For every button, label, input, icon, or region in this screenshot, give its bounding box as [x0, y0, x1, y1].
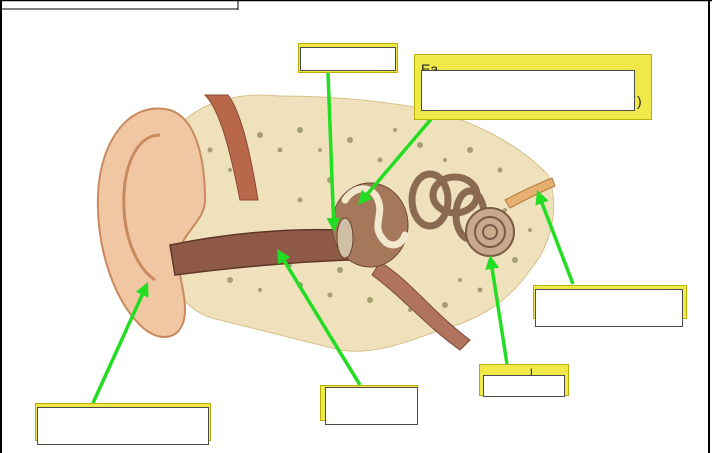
eardrum	[337, 218, 353, 258]
cochlea	[466, 208, 514, 256]
label-auditory-nerve-box[interactable]	[535, 289, 683, 327]
label-eardrum-box[interactable]	[300, 47, 396, 71]
label-ossicles-box[interactable]	[421, 70, 635, 111]
label-cochlea-box[interactable]	[483, 375, 565, 397]
ear-illustration	[98, 95, 555, 351]
label-ear-canal-box[interactable]	[325, 387, 418, 425]
label-outer-ear-box[interactable]	[37, 407, 209, 445]
label-ossicles-peek-suffix: )	[637, 93, 642, 109]
arrow-outer-ear-shaft	[93, 292, 143, 403]
